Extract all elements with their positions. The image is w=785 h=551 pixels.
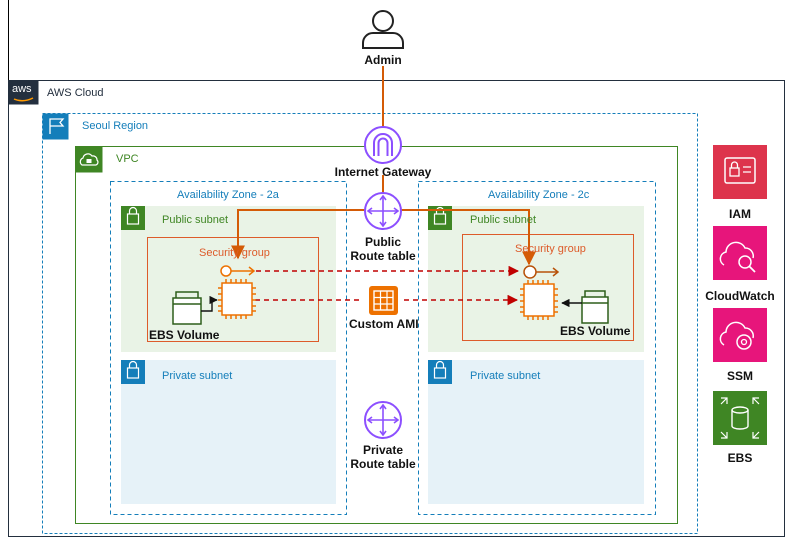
internet-gateway-label: Internet Gateway <box>334 165 432 179</box>
region-flag-icon <box>42 113 69 140</box>
aws-logo-text: aws <box>12 83 32 95</box>
admin-label: Admin <box>364 53 402 67</box>
route-table-icon <box>364 401 402 439</box>
security-group-2a-label: Security group <box>199 247 270 259</box>
public-subnet-2a <box>121 206 336 352</box>
ec2-instance-icon <box>520 280 558 320</box>
ebs-attach-arrow <box>201 295 218 312</box>
iam-icon <box>713 145 767 199</box>
ebs-volume-icon <box>172 291 202 325</box>
ec2-instance-icon <box>218 279 256 319</box>
service-label-ebs: EBS <box>727 451 753 465</box>
region-label: Seoul Region <box>82 120 149 132</box>
aws-cloud-label: AWS Cloud <box>47 87 104 99</box>
custom-ami-label: Custom AMI <box>349 317 419 331</box>
ebs-icon <box>713 391 767 445</box>
security-group-2a <box>147 237 319 342</box>
user-icon <box>362 10 404 49</box>
private-route-table-label: Private Route table <box>343 443 423 471</box>
private-subnet-2c <box>428 360 644 504</box>
public-route-table-label: Public Route table <box>343 235 423 263</box>
security-group-2c <box>462 234 634 341</box>
ebs-volume-2c-label: EBS Volume <box>560 324 631 338</box>
lock-icon <box>121 360 145 384</box>
public-subnet-2a-label: Public subnet <box>162 214 229 226</box>
service-label-cloudwatch: CloudWatch <box>705 289 775 303</box>
ssm-icon <box>713 308 767 362</box>
aws-logo-icon <box>8 80 39 105</box>
private-route-table-line2: Route table <box>350 457 416 471</box>
sg-port-icon <box>523 265 560 279</box>
internet-gateway-icon <box>364 126 402 164</box>
private-subnet-2a-label: Private subnet <box>162 370 233 382</box>
private-subnet-2c-label: Private subnet <box>470 370 541 382</box>
ami-icon <box>369 286 398 315</box>
route-to-2c-arrow <box>383 209 536 266</box>
region-group <box>42 113 698 534</box>
lock-icon <box>428 360 452 384</box>
cloudwatch-icon <box>713 226 767 280</box>
route-table-icon <box>364 192 402 230</box>
ebs-volume-icon <box>581 290 609 324</box>
public-route-table-line1: Public <box>364 235 401 249</box>
vpc-cloud-lock-icon <box>75 146 103 173</box>
public-route-table-line2: Route table <box>350 249 416 263</box>
az-2a-label: Availability Zone - 2a <box>177 189 279 201</box>
ebs-volume-2a-label: EBS Volume <box>149 328 220 342</box>
az-2c-group <box>418 181 656 515</box>
service-label-ssm: SSM <box>726 369 753 383</box>
public-subnet-2c <box>428 206 644 352</box>
az-2c-label: Availability Zone - 2c <box>488 189 590 201</box>
public-subnet-2c-label: Public subnet <box>470 214 537 226</box>
lock-icon <box>121 206 145 230</box>
sg-port-icon <box>220 265 256 277</box>
service-label-iam: IAM <box>729 207 751 221</box>
private-subnet-2a <box>121 360 336 504</box>
vpc-label: VPC <box>116 153 139 165</box>
route-to-2a-arrow <box>231 209 383 260</box>
security-group-2c-label: Security group <box>515 243 586 255</box>
private-route-table-line1: Private <box>362 443 404 457</box>
az-2a-group <box>110 181 347 515</box>
